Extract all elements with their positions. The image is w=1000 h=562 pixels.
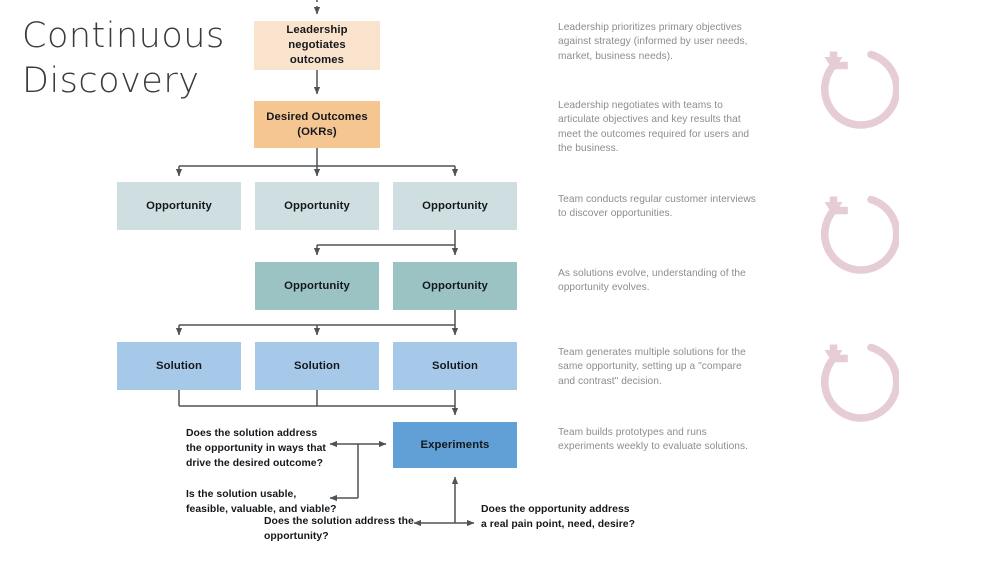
node-solution-3[interactable]: Solution xyxy=(393,342,517,390)
annotation-leadership-prioritizes: Leadership prioritizes primary objective… xyxy=(558,22,748,62)
node-label: Opportunity xyxy=(146,199,212,212)
node-opportunity-1[interactable]: Opportunity xyxy=(117,182,241,230)
question-solution-usable-feasible: Is the solution usable, feasible, valuab… xyxy=(186,489,337,516)
annotation-customer-interviews: Team conducts regular customer interview… xyxy=(558,194,756,220)
annotation-prototypes-experiments: Team builds prototypes and runs experime… xyxy=(558,427,749,453)
node-label: Desired Outcomes (OKRs) xyxy=(266,110,368,138)
node-label: Opportunity xyxy=(422,279,488,292)
refresh-loop-icon xyxy=(821,50,899,129)
node-label: Leadership negotiates outcomes xyxy=(286,24,348,66)
page-title: Continuous Discovery xyxy=(22,16,225,101)
node-label: Solution xyxy=(156,359,202,372)
node-label: Opportunity xyxy=(284,199,350,212)
question-solution-drives-outcome: Does the solution address the opportunit… xyxy=(186,428,326,470)
question-opportunity-real-pain-point: Does the opportunity address a real pain… xyxy=(481,504,636,531)
node-label: Solution xyxy=(432,359,478,372)
question-solution-addresses-opportunity: Does the solution address the opportunit… xyxy=(264,516,414,543)
node-label: Opportunity xyxy=(422,199,488,212)
refresh-loop-icon xyxy=(821,195,899,274)
node-solution-1[interactable]: Solution xyxy=(117,342,241,390)
node-label: Experiments xyxy=(420,438,490,451)
node-opportunity-2[interactable]: Opportunity xyxy=(255,182,379,230)
node-label: Opportunity xyxy=(284,279,350,292)
annotation-solutions-evolve: As solutions evolve, understanding of th… xyxy=(558,268,746,294)
node-label: Solution xyxy=(294,359,340,372)
node-solution-2[interactable]: Solution xyxy=(255,342,379,390)
node-opportunity-4[interactable]: Opportunity xyxy=(255,262,379,310)
annotation-leadership-negotiates: Leadership negotiates with teams to arti… xyxy=(558,100,750,155)
node-leadership-negotiates-outcomes[interactable]: Leadership negotiates outcomes xyxy=(254,21,380,70)
refresh-loop-icon xyxy=(821,343,899,422)
node-desired-outcomes-okrs[interactable]: Desired Outcomes (OKRs) xyxy=(254,101,380,148)
node-opportunity-5[interactable]: Opportunity xyxy=(393,262,517,310)
annotation-multiple-solutions: Team generates multiple solutions for th… xyxy=(558,347,746,387)
node-opportunity-3[interactable]: Opportunity xyxy=(393,182,517,230)
node-experiments[interactable]: Experiments xyxy=(393,422,517,468)
